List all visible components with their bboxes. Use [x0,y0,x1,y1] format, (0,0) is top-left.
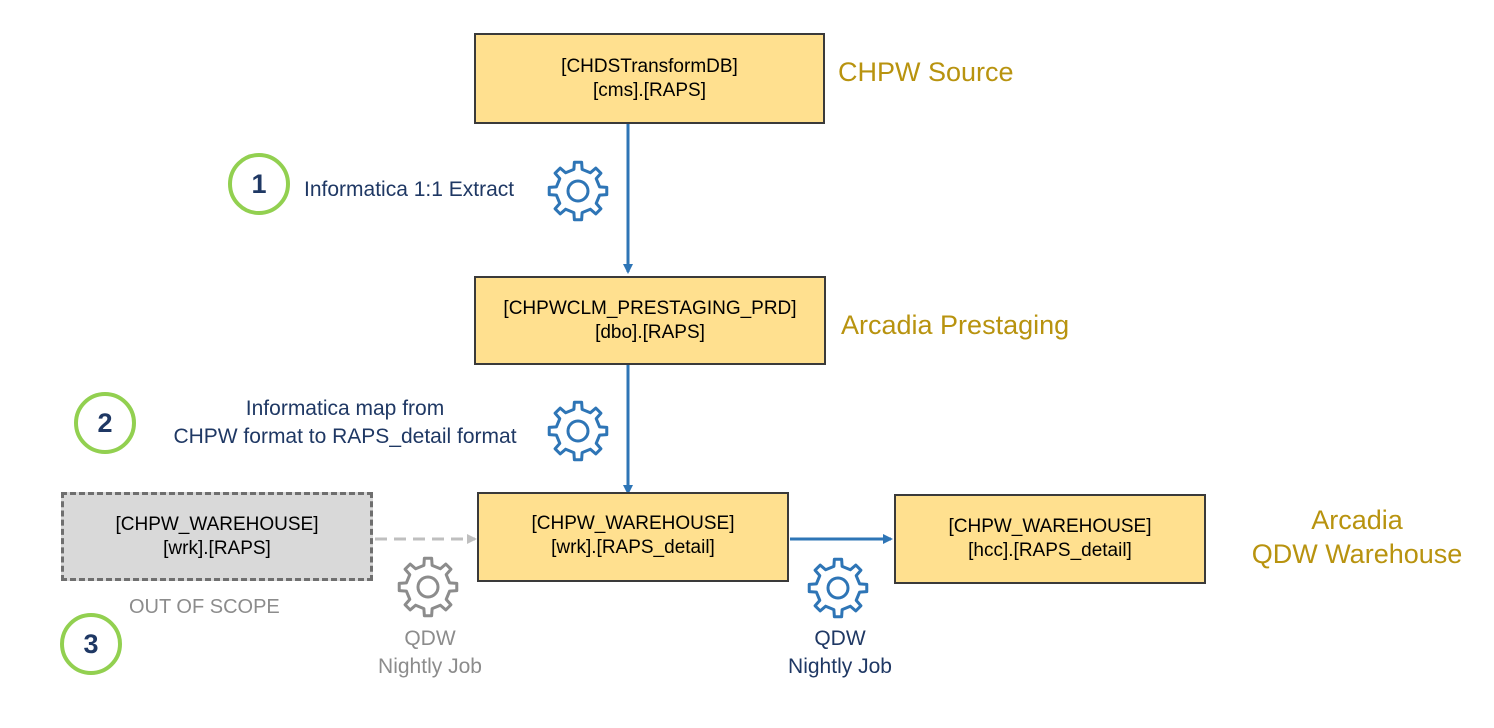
nightly-job-label: QDW Nightly Job [770,625,910,681]
gear-icon [547,160,609,222]
gear-hub [566,179,590,203]
step-3-badge: 3 [60,613,122,675]
hcc-detail-table-box: [CHPW_WAREHOUSE] [hcc].[RAPS_detail] [894,494,1206,584]
out-of-scope-table-box: [CHPW_WAREHOUSE] [wrk].[RAPS] [61,492,373,581]
prestaging-table-box: [CHPWCLM_PRESTAGING_PRD] [dbo].[RAPS] [474,276,826,365]
grey-nightly-job-label: QDW Nightly Job [360,625,500,681]
step-2-badge: 2 [74,392,136,454]
zone-label-warehouse-line2: QDW Warehouse [1251,539,1463,569]
wrk-raps-table-name: [wrk].[RAPS] [163,537,271,559]
gear-hub [826,576,850,600]
extract-label: Informatica 1:1 Extract [304,178,515,201]
out-of-scope-label: OUT OF SCOPE [129,596,280,618]
hcc-detail-db-name: [CHPW_WAREHOUSE] [948,516,1152,537]
gear-outline [547,400,609,462]
source-db-name: [CHDSTransformDB] [561,55,738,77]
map-label: Informatica map from CHPW format to RAPS… [140,395,550,451]
zone-label-prestaging: Arcadia Prestaging [841,310,1070,340]
zone-label-warehouse-line1: Arcadia [1311,505,1403,535]
gear-hub [566,419,590,443]
prestaging-table-name: [dbo].[RAPS] [595,321,705,343]
wrk-detail-table-name: [wrk].[RAPS_detail] [551,537,715,558]
source-table-name: [cms].[RAPS] [593,79,706,101]
source-table-box: [CHDSTransformDB] [cms].[RAPS] [474,33,825,124]
gear-icon [547,400,609,462]
map-label-line1: Informatica map from [245,397,445,420]
gear-icon [397,556,459,618]
grey-nightly-job-line1: QDW [404,627,456,650]
hcc-detail-table-name: [hcc].[RAPS_detail] [968,540,1132,561]
gear-outline [547,160,609,222]
zone-label-warehouse: Arcadia QDW Warehouse [1230,503,1484,571]
nightly-job-line2: Nightly Job [788,655,892,678]
wrk-raps-db-name: [CHPW_WAREHOUSE] [115,513,319,535]
map-label-line2: CHPW format to RAPS_detail format [173,425,517,448]
zone-label-source: CHPW Source [838,57,1014,87]
wrk-detail-db-name: [CHPW_WAREHOUSE] [531,513,735,534]
gear-icon [807,557,869,619]
gear-hub [416,575,440,599]
prestaging-db-name: [CHPWCLM_PRESTAGING_PRD] [503,297,797,319]
wrk-detail-table-box: [CHPW_WAREHOUSE] [wrk].[RAPS_detail] [477,492,789,582]
grey-nightly-job-line2: Nightly Job [378,655,482,678]
gear-outline [807,557,869,619]
step-1-badge: 1 [228,153,290,215]
gear-outline [397,556,459,618]
nightly-job-line1: QDW [814,627,866,650]
